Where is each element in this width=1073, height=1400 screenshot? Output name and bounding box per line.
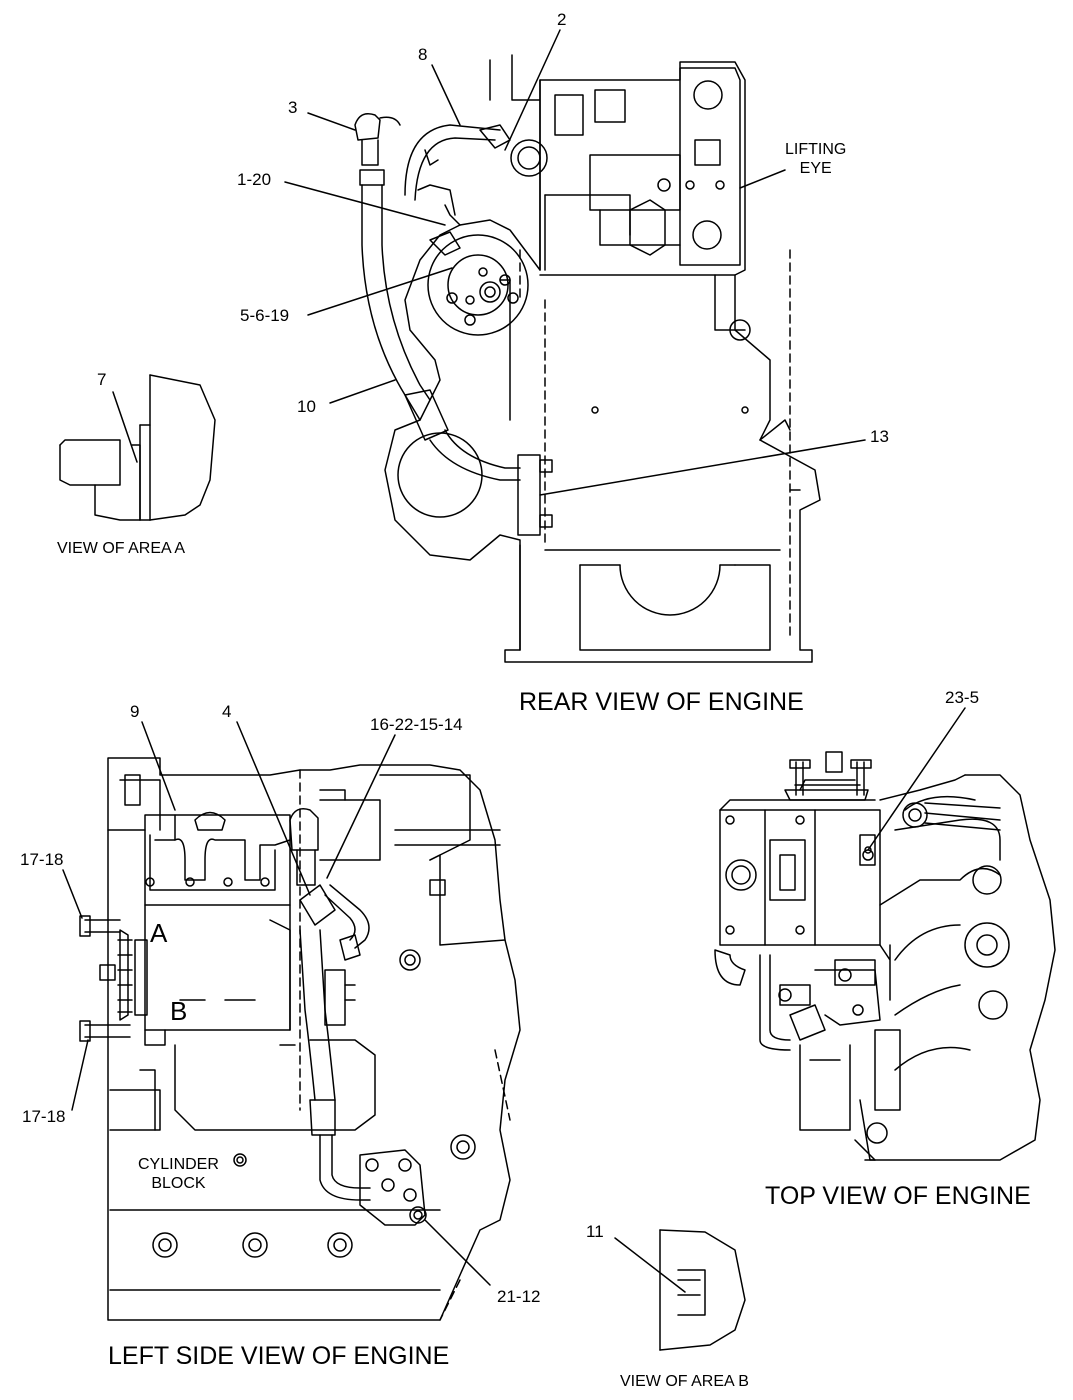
- callout-5-6-19: 5-6-19: [240, 306, 290, 325]
- caption-view-area-a: VIEW OF AREA A: [57, 540, 186, 557]
- left-view-leaders: [62, 721, 491, 1286]
- area-a-marker: A: [150, 918, 168, 948]
- callout-2: 2: [557, 10, 567, 29]
- top-view-leader: [867, 707, 966, 851]
- area-b-drawing: [614, 1229, 746, 1351]
- callout-10: 10: [297, 397, 316, 416]
- top-view-drawing: [714, 751, 1056, 1161]
- callout-8: 8: [418, 45, 428, 64]
- lifting-eye-label: LIFTING EYE: [785, 141, 847, 177]
- callout-4: 4: [222, 702, 232, 721]
- caption-top-view: TOP VIEW OF ENGINE: [765, 1182, 1031, 1210]
- callout-17-18-bottom: 17-18: [22, 1107, 66, 1126]
- callout-17-18-top: 17-18: [20, 850, 64, 869]
- callout-9: 9: [130, 702, 140, 721]
- rear-view-drawing: [354, 54, 821, 663]
- callout-3: 3: [288, 98, 298, 117]
- caption-left-side-view: LEFT SIDE VIEW OF ENGINE: [108, 1342, 450, 1370]
- callout-1-20: 1-20: [237, 170, 272, 189]
- callout-16-22-15-14: 16-22-15-14: [370, 715, 463, 734]
- callout-11: 11: [586, 1222, 604, 1241]
- callout-13: 13: [870, 427, 889, 446]
- cylinder-block-label: CYLINDER BLOCK: [138, 1156, 219, 1192]
- rear-view-leaders: [284, 29, 866, 496]
- callout-7: 7: [97, 370, 107, 389]
- callout-21-12: 21-12: [497, 1287, 541, 1306]
- caption-view-area-b: VIEW OF AREA B: [620, 1373, 749, 1390]
- caption-rear-view: REAR VIEW OF ENGINE: [519, 688, 804, 716]
- callout-23-5: 23-5: [945, 688, 980, 707]
- left-side-drawing: [79, 757, 521, 1321]
- area-b-marker: B: [170, 996, 188, 1026]
- area-a-drawing: [59, 374, 216, 521]
